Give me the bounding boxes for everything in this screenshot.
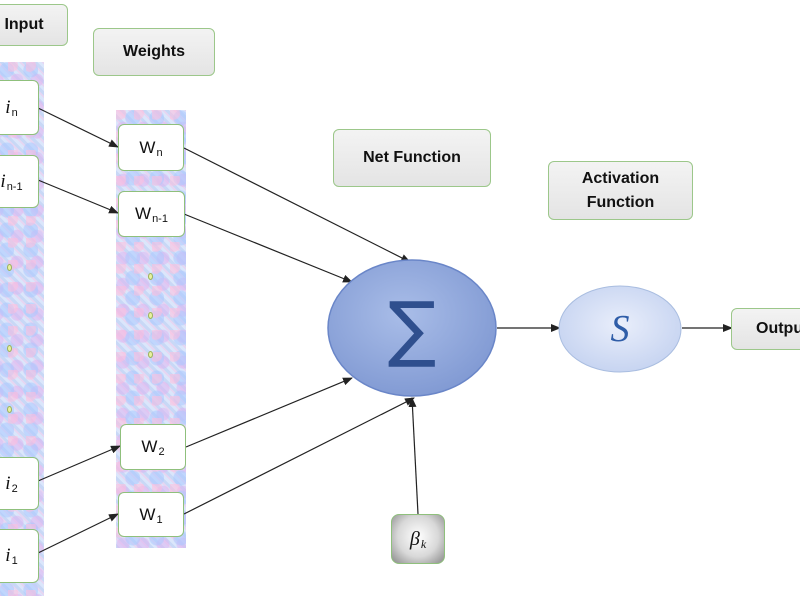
activation-node [558, 285, 682, 373]
weight-base: W [135, 204, 152, 223]
edge-w-n [183, 147, 411, 263]
ellipsis-dot-icon [148, 312, 153, 319]
input-base: i [0, 170, 6, 192]
ellipsis-dot-icon [7, 264, 12, 271]
input-base: i [5, 472, 11, 494]
net-function-label: Net Function [333, 129, 491, 187]
ellipsis-dot-icon [7, 406, 12, 413]
input-sub: 1 [11, 555, 18, 567]
edge-in-n-1 [37, 179, 119, 214]
bias-sub: k [420, 536, 427, 551]
input-label: Input [0, 4, 68, 46]
weight-sub: 2 [158, 446, 165, 458]
edge-w-2 [185, 377, 353, 448]
weight-sub: 1 [156, 513, 163, 526]
summation-symbol: ∑ [387, 286, 437, 370]
input-base: i [5, 96, 11, 118]
output-label: Output [731, 308, 800, 350]
edge-in-2 [37, 445, 121, 482]
input-sub: n [11, 106, 18, 119]
edge-w-1 [183, 397, 415, 515]
ellipsis-dot-icon [148, 273, 153, 280]
weights-column [116, 110, 186, 548]
ellipsis-dot-icon [7, 345, 12, 352]
activation-symbol: S [610, 308, 630, 350]
weight-sub: n [156, 146, 163, 159]
edge-in-1 [37, 513, 119, 554]
input-base: i [5, 545, 11, 566]
weight-base: W [139, 504, 156, 524]
edge-w-n-1 [183, 213, 353, 283]
activation-function-label: Activation Function [548, 161, 693, 220]
summation-node [327, 259, 497, 397]
bias-base: β [409, 527, 420, 550]
input-sub: 2 [11, 482, 18, 495]
weights-label: Weights [93, 28, 215, 76]
input-sub: n-1 [6, 180, 23, 193]
weight-base: W [139, 137, 156, 157]
edge-in-n [37, 107, 119, 148]
edge-bias [408, 397, 419, 515]
weight-base: W [141, 437, 158, 456]
ellipsis-dot-icon [148, 351, 153, 358]
weight-sub: n-1 [152, 213, 168, 225]
